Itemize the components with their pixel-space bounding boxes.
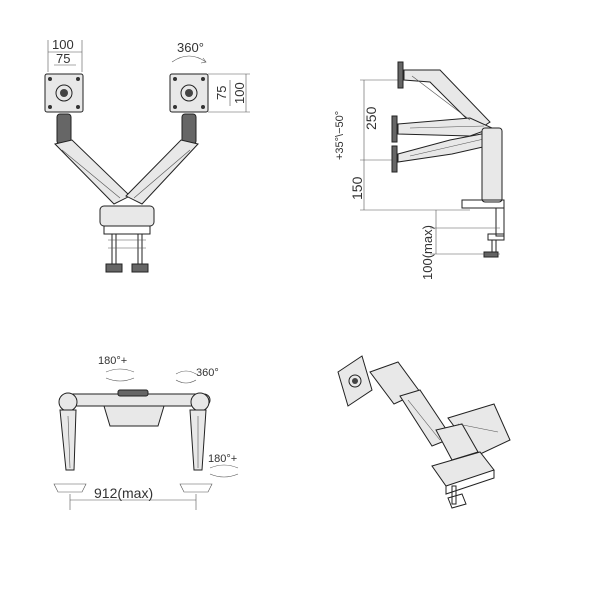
swivel-right-indicator: 180°+ [208,453,239,478]
monitor-positions [391,61,404,173]
dim-label-360-top: 360° [196,367,219,379]
dim-label-100max: 100(max) [420,225,435,280]
left-vesa-plate [44,73,84,113]
right-arm-top [189,409,207,471]
iso-vesa-plate [337,355,373,407]
dim-label-150: 150 [349,176,365,200]
dim-label-180-left: 180°+ [98,355,127,367]
left-arm-top [59,409,77,471]
dim-label-360: 360° [177,40,204,55]
swivel-left-indicator: 180°+ [98,355,135,382]
front-view: 100 75 [44,37,250,273]
left-arm-front [54,113,131,205]
dim-label-75: 75 [56,51,70,66]
dimension-vesa-height: 75 100 [208,73,250,113]
isometric-view [337,355,511,509]
dimension-desk-thickness: 100(max) [420,210,500,280]
side-view: +35°\−50° 250 150 [334,61,505,280]
dim-label-180-right: 180°+ [208,453,237,465]
iso-base-clamp [431,451,495,509]
right-vesa-plate [169,73,209,113]
clamp-base-front [99,205,155,273]
top-bar-assembly [58,389,211,427]
dim-label-100: 100 [52,37,74,52]
dim-label-250: 250 [363,106,379,130]
pole-and-clamp-side [461,127,505,258]
dim-label-912max: 912(max) [94,485,153,501]
dim-label-v100: 100 [232,82,247,104]
dimension-height-150: 150 [349,160,470,211]
rotation-360-indicator: 360° [171,40,207,64]
right-arm-front [125,113,199,205]
dimension-vesa-width-75: 75 [54,51,76,66]
iso-lower-arm [435,403,511,461]
dimension-reach: 912(max) [69,485,197,510]
dimension-vesa-width-100: 100 [47,37,83,72]
clamp-plates-top [53,483,213,493]
arm-positions-side [397,69,497,163]
rotate-360-indicator: 360° [175,367,219,384]
dim-label-tilt: +35°\−50° [334,111,346,160]
top-view: 180°+ 360° 180°+ [53,355,239,510]
dim-label-v75: 75 [214,86,229,100]
